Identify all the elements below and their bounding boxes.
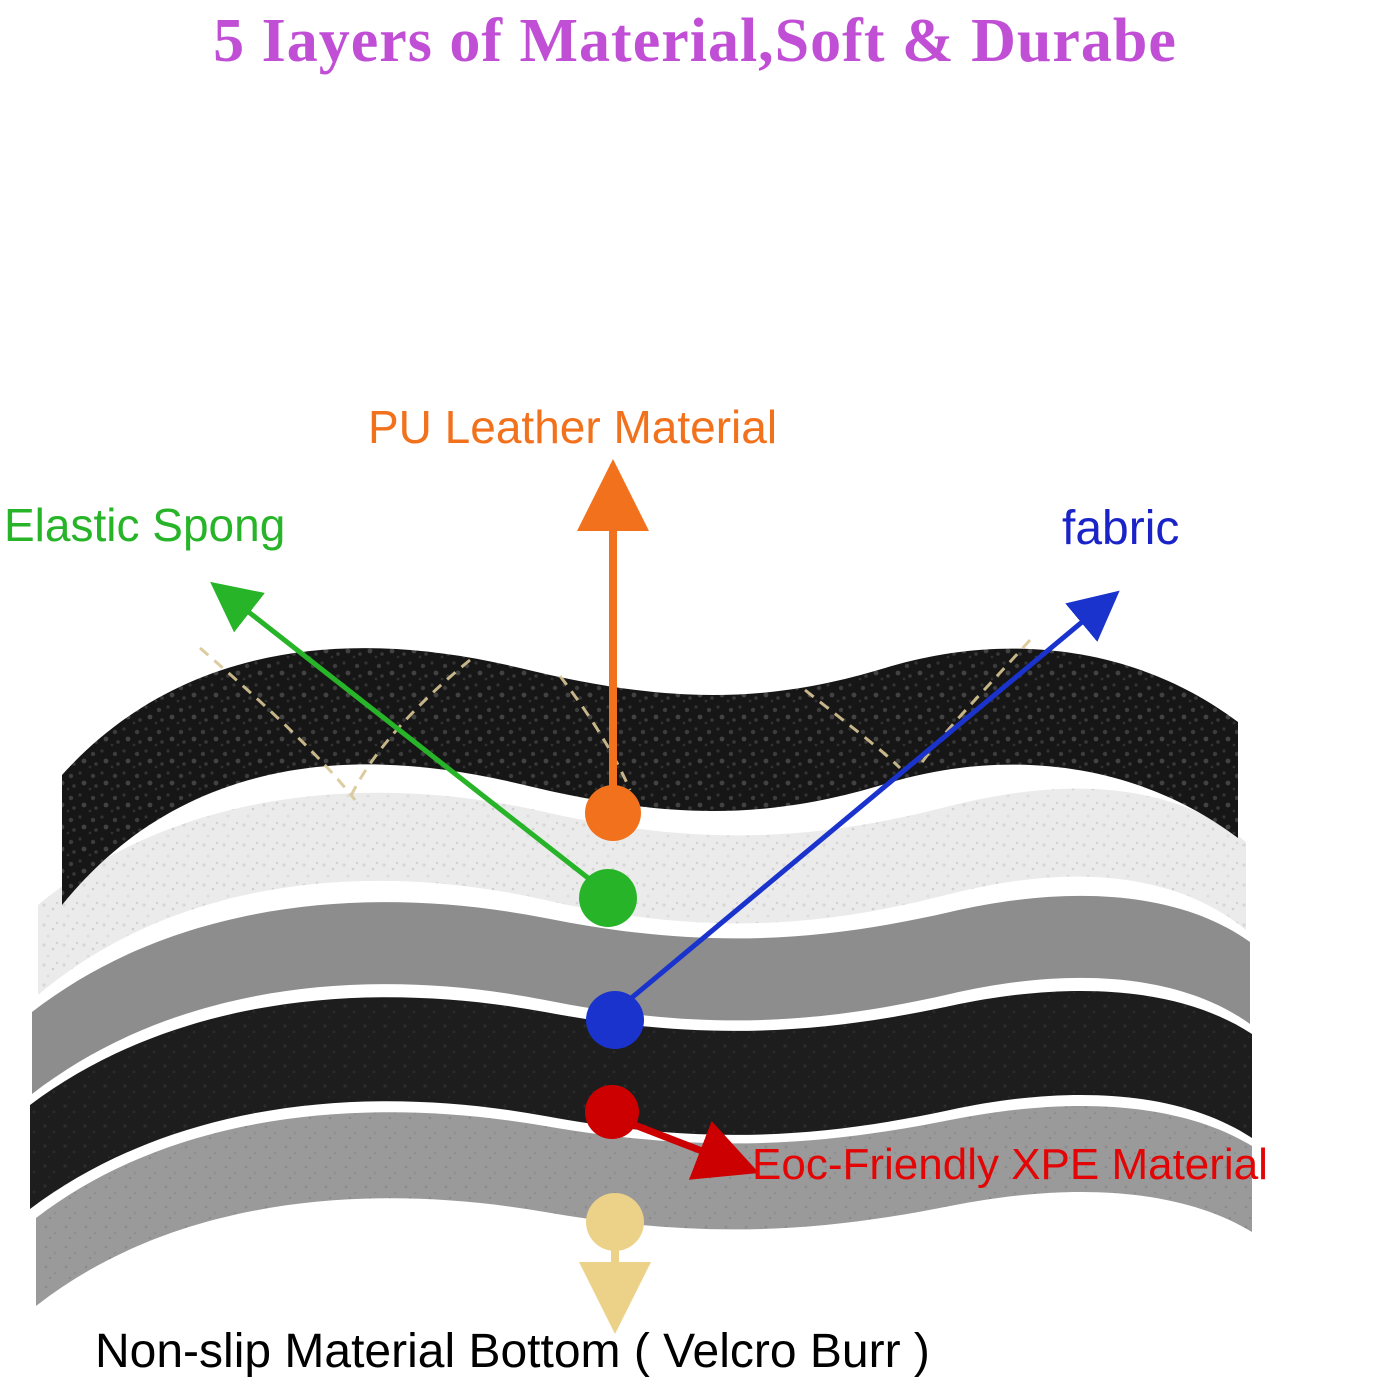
arrow-fabric xyxy=(621,590,1120,1007)
dot-pu-leather xyxy=(585,785,641,841)
dot-xpe xyxy=(585,1085,639,1139)
annotation-arrows xyxy=(210,459,1120,1334)
annotation-dots xyxy=(579,785,644,1251)
dot-nonslip xyxy=(586,1193,644,1251)
page-title: 5 Iayers of Material,Soft & Durabe xyxy=(213,7,1177,75)
label-xpe: Eoc-Friendly XPE Material xyxy=(752,1140,1268,1189)
layer-fabric xyxy=(32,895,1250,1094)
layer-xpe xyxy=(30,990,1252,1209)
dot-elastic-sponge xyxy=(579,869,637,927)
material-layers xyxy=(30,638,1252,1306)
label-elastic-sponge: Elastic Spong xyxy=(4,499,286,551)
arrow-elastic-sponge xyxy=(210,581,599,887)
arrow-xpe xyxy=(630,1120,760,1180)
label-nonslip-bottom: Non-slip Material Bottom ( Velcro Burr ) xyxy=(95,1325,930,1378)
layer-sponge xyxy=(38,788,1246,995)
label-pu-leather: PU Leather Material xyxy=(368,401,778,453)
label-fabric: fabric xyxy=(1062,502,1180,555)
layer-nonslip-bottom xyxy=(36,1105,1252,1306)
layer-pu-leather xyxy=(62,648,1238,905)
dot-fabric xyxy=(586,991,644,1049)
